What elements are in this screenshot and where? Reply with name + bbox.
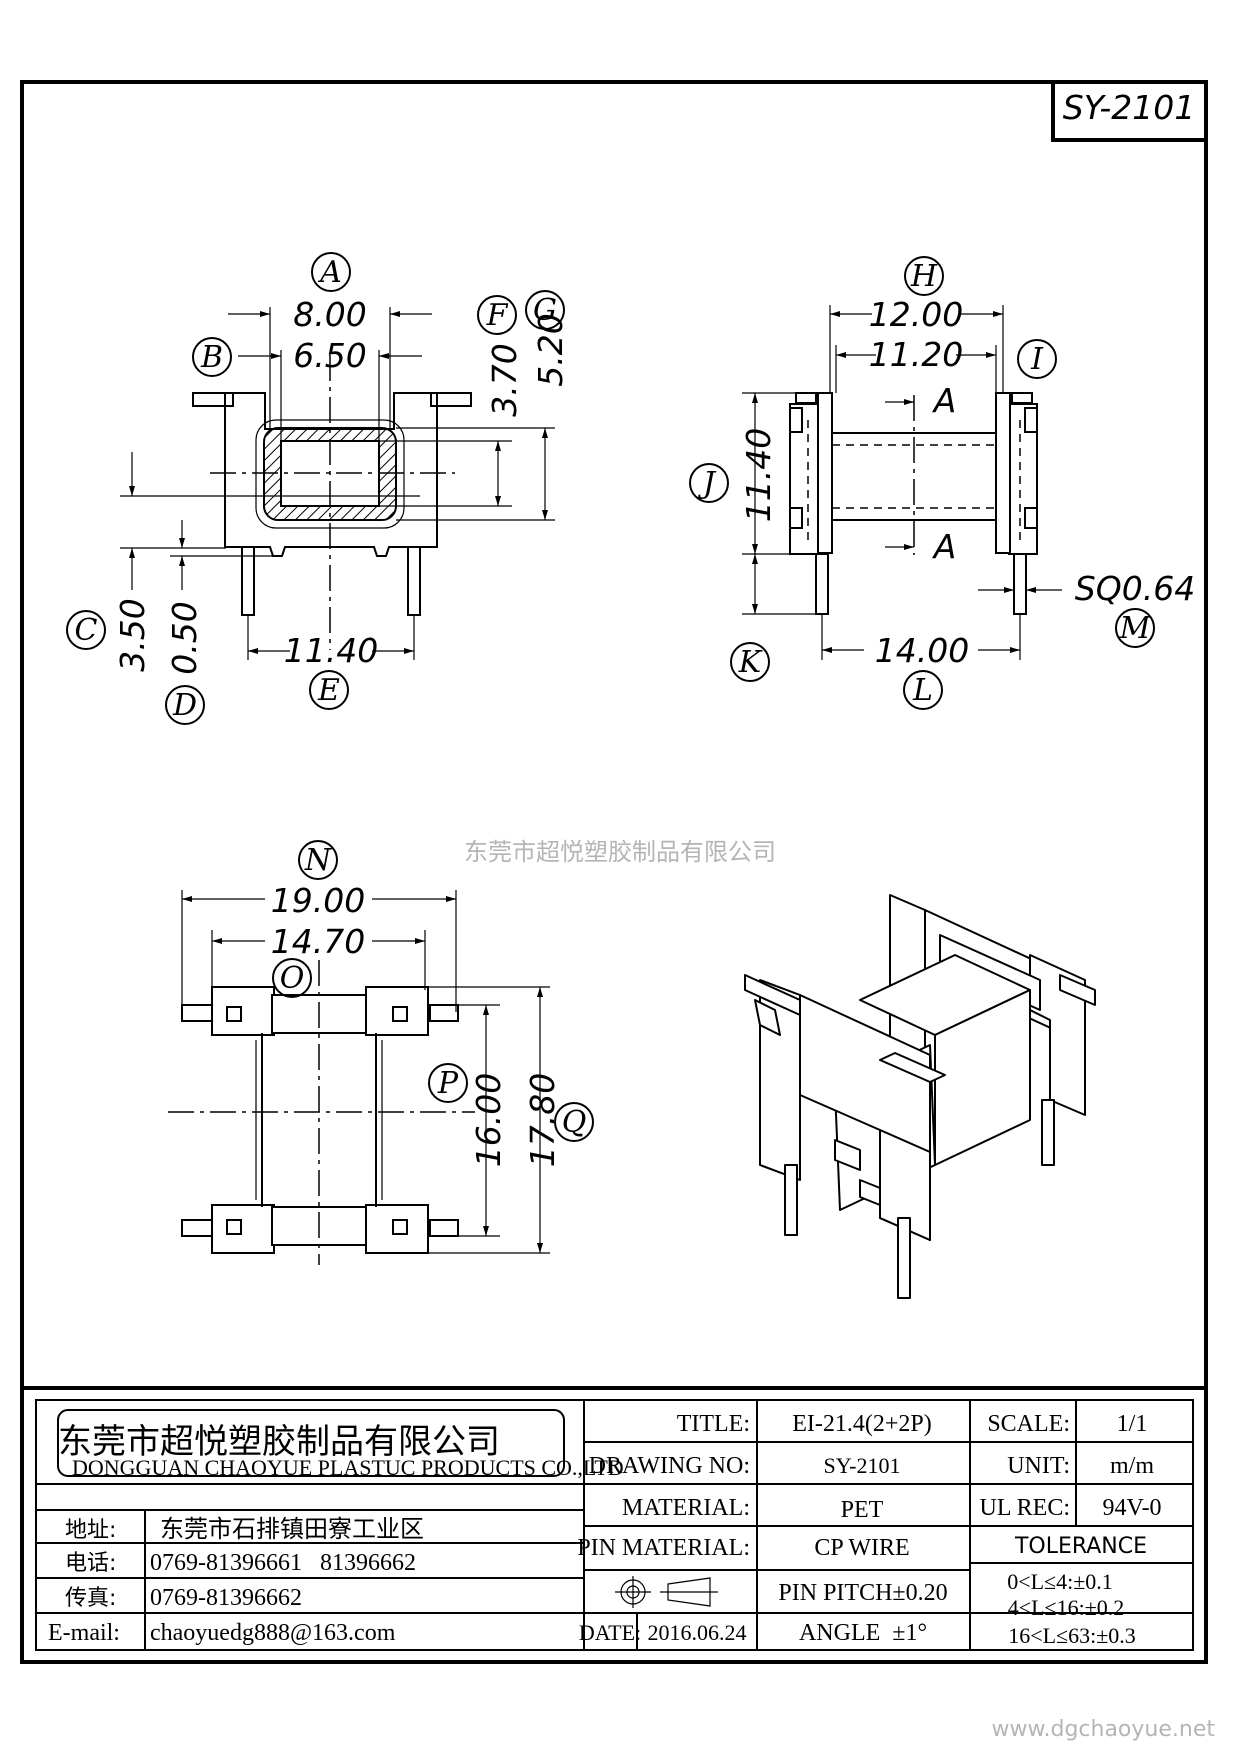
date-value: 2016.06.24 bbox=[648, 1620, 747, 1645]
dim-o-value: 14.70 bbox=[271, 922, 365, 961]
svg-text:D: D bbox=[172, 688, 197, 723]
phone: 0769-81396661 81396662 bbox=[150, 1550, 416, 1576]
svg-text:A: A bbox=[317, 255, 342, 290]
svg-text:B: B bbox=[200, 340, 223, 375]
company-name-en: DONGGUAN CHAOYUE PLASTUC PRODUCTS CO.,LT… bbox=[72, 1455, 624, 1480]
balloon-n: N bbox=[298, 840, 338, 880]
email: chaoyuedg888@163.com bbox=[150, 1620, 396, 1646]
unit-value: m/m bbox=[1110, 1453, 1154, 1479]
email-label: E-mail: bbox=[48, 1620, 120, 1646]
svg-text:L: L bbox=[912, 673, 933, 708]
angle: ANGLE ±1° bbox=[799, 1620, 927, 1646]
balloon-l: L bbox=[903, 670, 943, 710]
dim-b-value: 6.50 bbox=[293, 336, 366, 375]
section-mark-top: A bbox=[932, 381, 957, 420]
tolerance-label: TOLERANCE bbox=[1014, 1534, 1147, 1559]
section-mark-bottom: A bbox=[932, 527, 957, 566]
balloon-d: D bbox=[165, 685, 205, 725]
svg-text:J: J bbox=[697, 466, 717, 501]
balloon-f: F bbox=[477, 295, 517, 335]
dim-j-value: 11.40 bbox=[739, 428, 778, 522]
svg-text:Q: Q bbox=[562, 1105, 587, 1140]
dim-q-value: 17.80 bbox=[523, 1073, 562, 1167]
dim-m-value: SQ0.64 bbox=[1075, 569, 1195, 608]
balloon-g: G bbox=[525, 290, 565, 330]
balloon-c: C bbox=[66, 610, 106, 650]
balloon-a: A bbox=[311, 252, 351, 292]
svg-text:C: C bbox=[75, 613, 98, 648]
website: www.dgchaoyue.net bbox=[992, 1717, 1216, 1742]
balloon-b: B bbox=[192, 337, 232, 377]
tolerance-row-1: 0<L≤4:±0.1 bbox=[1007, 1569, 1113, 1594]
svg-text:E: E bbox=[317, 673, 340, 708]
scale-value: 1/1 bbox=[1117, 1411, 1148, 1437]
top-view: 19.00 14.70 16.00 17.80 N O P Q bbox=[168, 840, 594, 1265]
isometric-view bbox=[744, 894, 1096, 1299]
scale-label: SCALE: bbox=[987, 1411, 1070, 1437]
projection-symbol-icon bbox=[615, 1576, 718, 1608]
balloon-k: K bbox=[730, 642, 770, 682]
title-label: TITLE: bbox=[677, 1411, 750, 1437]
dim-e-value: 11.40 bbox=[284, 631, 378, 670]
svg-text:G: G bbox=[533, 293, 557, 328]
drawing-code: SY-2101 bbox=[1063, 88, 1195, 127]
address: 东莞市石排镇田寮工业区 bbox=[160, 1515, 424, 1543]
company-name-cn: 东莞市超悦塑胶制品有限公司 bbox=[58, 1422, 500, 1462]
dim-c-value: 3.50 bbox=[113, 598, 152, 671]
dim-g-value: 5.20 bbox=[531, 313, 570, 386]
outer-frame bbox=[20, 80, 1208, 1664]
svg-text:I: I bbox=[1030, 342, 1044, 377]
drawing-no-label: DRAWING NO: bbox=[589, 1453, 750, 1479]
title-block: 东莞市超悦塑胶制品有限公司 DONGGUAN CHAOYUE PLASTUC P… bbox=[22, 1386, 1206, 1651]
dim-d-value: 0.50 bbox=[165, 601, 204, 674]
dim-n-value: 19.00 bbox=[271, 881, 365, 920]
svg-text:N: N bbox=[304, 843, 333, 878]
ul-label: UL REC: bbox=[980, 1495, 1070, 1521]
pin-material-value: CP WIRE bbox=[814, 1535, 909, 1561]
svg-text:O: O bbox=[280, 961, 305, 996]
dim-a-value: 8.00 bbox=[293, 295, 366, 334]
dim-i-value: 11.20 bbox=[869, 335, 963, 374]
fax-label: 传真: bbox=[65, 1586, 116, 1611]
balloon-i: I bbox=[1017, 339, 1057, 379]
balloon-e: E bbox=[309, 670, 349, 710]
pin-material-label: PIN MATERIAL: bbox=[577, 1535, 750, 1561]
balloon-q: Q bbox=[554, 1102, 594, 1142]
svg-text:H: H bbox=[910, 259, 938, 294]
balloon-m: M bbox=[1115, 608, 1155, 648]
svg-text:F: F bbox=[486, 298, 509, 333]
address-label: 地址: bbox=[65, 1518, 116, 1543]
phone-label: 电话: bbox=[65, 1551, 116, 1576]
fax: 0769-81396662 bbox=[150, 1585, 302, 1611]
tolerance-row-2: 4<L≤16:±0.2 bbox=[1008, 1595, 1125, 1620]
dim-p-value: 16.00 bbox=[469, 1073, 508, 1167]
dim-h-value: 12.00 bbox=[869, 295, 963, 334]
svg-text:M: M bbox=[1119, 611, 1152, 646]
svg-text:P: P bbox=[437, 1066, 459, 1101]
material-value: PET bbox=[841, 1497, 884, 1523]
drawing-no-value: SY-2101 bbox=[823, 1453, 900, 1478]
dim-f-value: 3.70 bbox=[485, 343, 524, 416]
title-value: EI-21.4(2+2P) bbox=[792, 1411, 932, 1437]
balloon-j: J bbox=[689, 463, 729, 503]
pin-pitch: PIN PITCH±0.20 bbox=[778, 1580, 947, 1606]
material-label: MATERIAL: bbox=[622, 1495, 750, 1521]
balloon-o: O bbox=[272, 958, 312, 998]
dim-l-value: 14.00 bbox=[875, 631, 969, 670]
watermark: 东莞市超悦塑胶制品有限公司 bbox=[464, 838, 776, 866]
balloon-h: H bbox=[904, 256, 944, 296]
tolerance-row-3: 16<L≤63:±0.3 bbox=[1008, 1623, 1136, 1648]
front-view: 8.00 6.50 3.70 5.20 3.50 0.50 11.40 bbox=[66, 252, 570, 725]
ul-value: 94V-0 bbox=[1102, 1495, 1161, 1521]
unit-label: UNIT: bbox=[1007, 1453, 1070, 1479]
svg-text:K: K bbox=[738, 645, 763, 680]
side-view: A A 12.00 11.20 11.40 14.00 SQ0.64 bbox=[689, 256, 1195, 710]
drawing-code-box: SY-2101 bbox=[1051, 80, 1208, 142]
balloon-p: P bbox=[428, 1063, 468, 1103]
date-label: DATE: bbox=[579, 1620, 641, 1645]
